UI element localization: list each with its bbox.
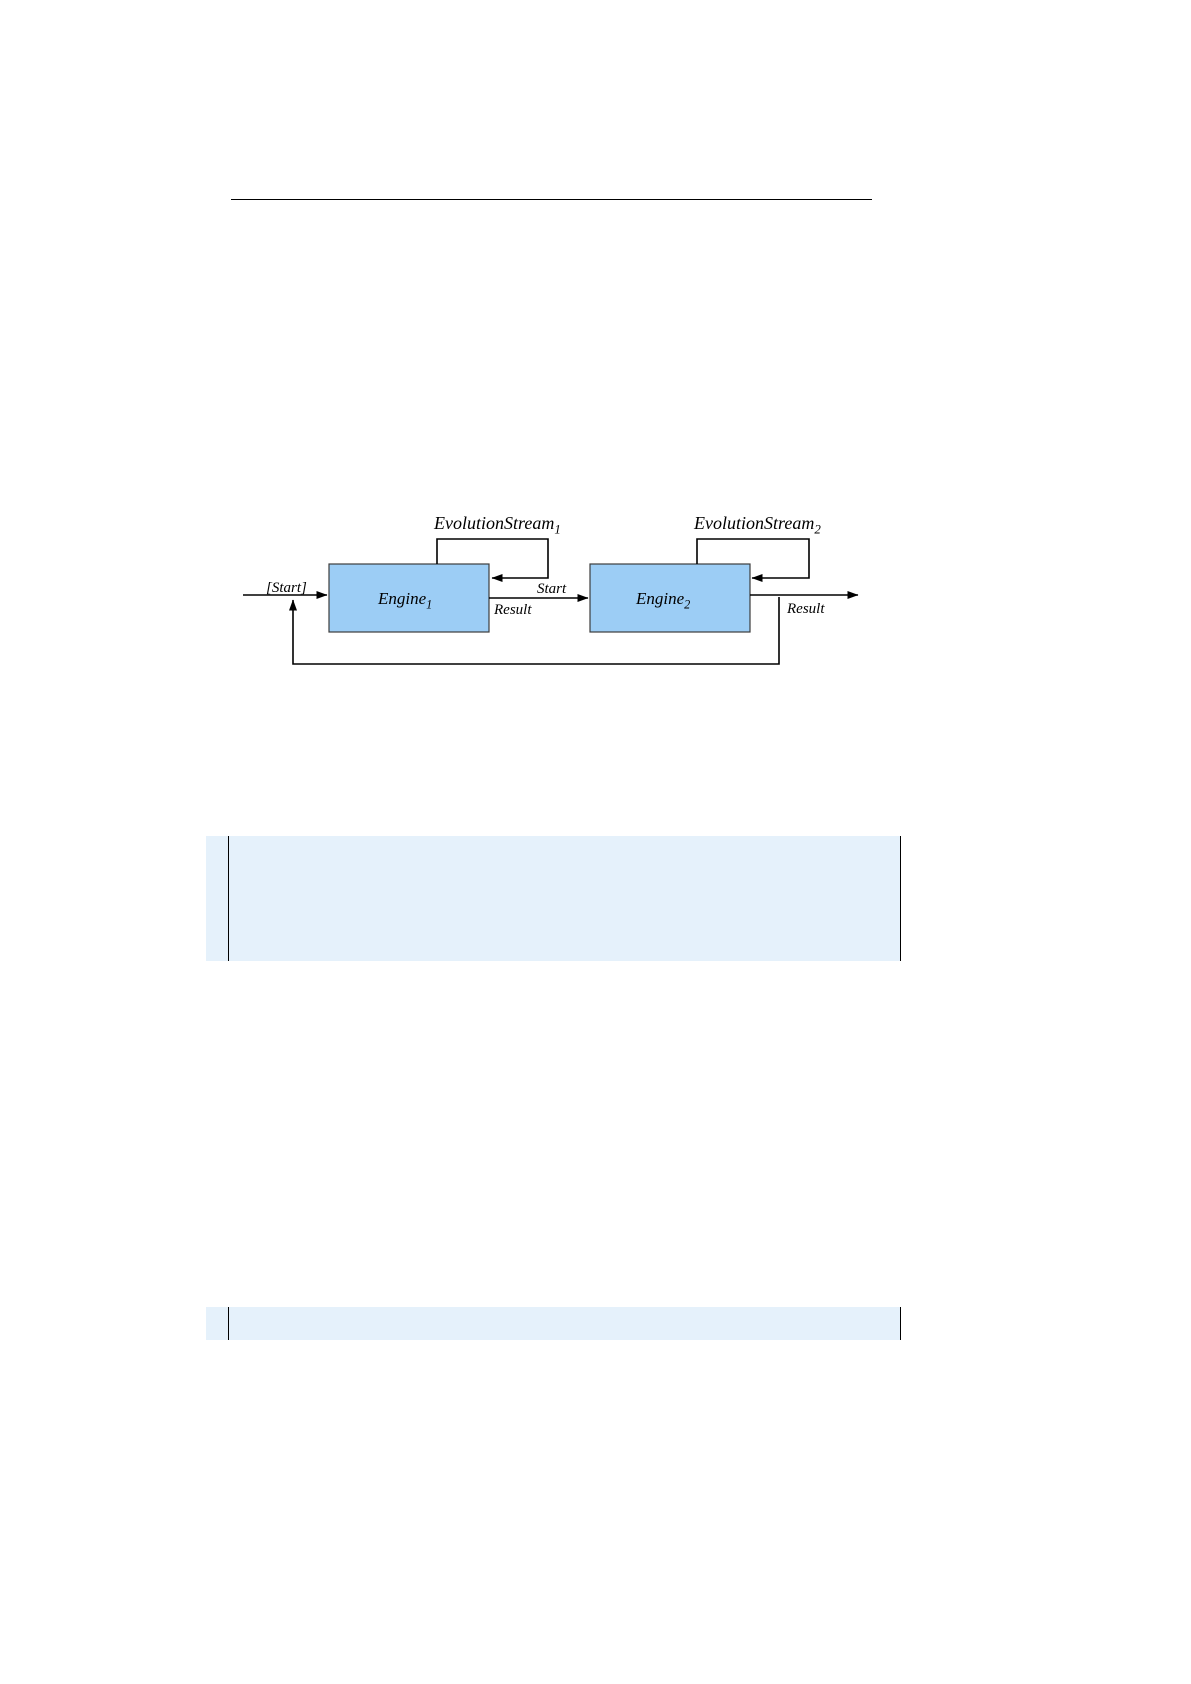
label-evolution-stream-2: EvolutionStream2 [694, 513, 821, 537]
listing-left-rule [228, 1307, 229, 1340]
listing-right-rule [900, 1307, 901, 1340]
code-listing-block-2 [206, 1307, 901, 1340]
code-listing-block-1 [206, 836, 901, 961]
edge-feedback-loop [289, 597, 780, 665]
label-engine-1: Engine1 [378, 589, 433, 612]
label-evolution-stream-1: EvolutionStream1 [434, 513, 561, 537]
label-edge-start-2: Start [537, 581, 567, 597]
loop-evolution-stream-1 [436, 538, 549, 582]
listing-right-rule [900, 836, 901, 961]
label-edge-result-1: Result [494, 602, 532, 618]
label-edge-start: [Start] [266, 580, 307, 596]
label-engine-2: Engine2 [636, 589, 691, 612]
label-edge-result-2: Result [787, 601, 825, 617]
header-rule [231, 199, 872, 200]
listing-left-rule [228, 836, 229, 961]
loop-evolution-stream-2 [696, 538, 810, 582]
